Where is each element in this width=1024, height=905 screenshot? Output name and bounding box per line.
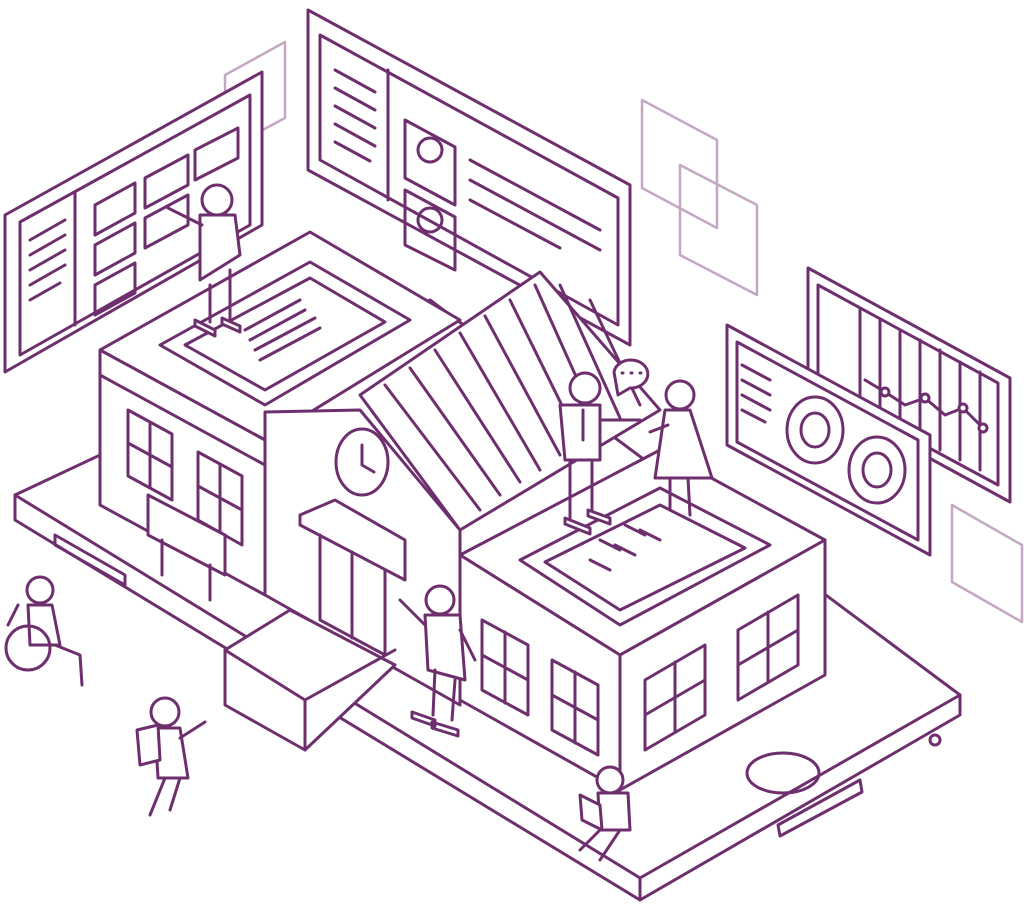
- entrance-canopy: [298, 498, 407, 582]
- book-icon: [578, 793, 604, 832]
- window: [126, 408, 174, 502]
- speaker-slot: [776, 778, 864, 838]
- person-in-wheelchair: [4, 575, 84, 687]
- backpack-icon: [135, 723, 162, 767]
- window: [196, 450, 244, 547]
- person-man-talking: [558, 358, 650, 536]
- video-call-screen: [306, 8, 632, 347]
- entrance-stairs: [223, 608, 397, 752]
- people: [4, 183, 714, 862]
- window: [480, 618, 530, 717]
- person-teacher-pointing: [166, 183, 242, 338]
- person-woman-talking: [648, 379, 714, 517]
- sign-board: [146, 493, 227, 577]
- line-chart-screen: [806, 266, 1012, 504]
- window: [643, 643, 707, 752]
- dashboard-screen-left: [3, 70, 264, 374]
- main-roof: [358, 270, 662, 532]
- student-reading: [578, 765, 632, 862]
- pie-chart-screen: [725, 323, 932, 557]
- wheelchair-wheel-icon: [4, 624, 52, 672]
- home-button: [745, 751, 821, 795]
- window: [736, 593, 800, 702]
- person-waving: [398, 584, 477, 738]
- window: [550, 658, 600, 757]
- school-building: [98, 230, 827, 792]
- speech-bubble-icon: [612, 358, 650, 397]
- student-with-backpack: [135, 696, 207, 817]
